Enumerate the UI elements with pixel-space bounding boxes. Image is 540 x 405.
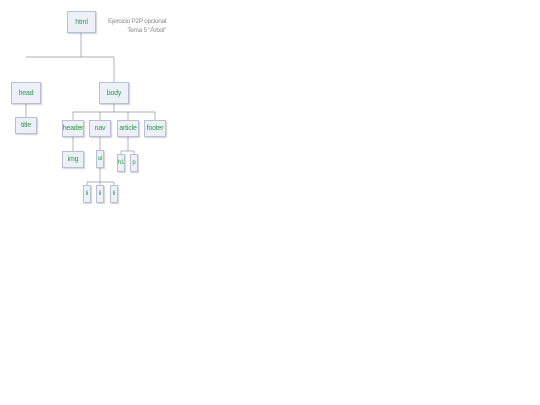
node-li-1: li: [83, 185, 91, 203]
node-p: p: [130, 154, 138, 172]
caption-line-2: Tema 5 "Árbol": [127, 27, 166, 34]
node-article: article: [117, 120, 139, 137]
diagram-caption: Ejercicio P2P opcional Tema 5 "Árbol": [106, 17, 166, 35]
caption-line-1: Ejercicio P2P opcional: [108, 18, 166, 25]
node-html: html: [67, 11, 96, 33]
node-h1: h1: [117, 154, 125, 172]
node-ul: ul: [96, 150, 104, 168]
node-head: head: [11, 82, 41, 104]
node-header: header: [62, 120, 84, 137]
node-li-2: li: [96, 185, 104, 203]
node-footer: footer: [144, 120, 166, 137]
node-title: title: [15, 117, 37, 134]
node-li-3: li: [110, 185, 118, 203]
node-body: body: [99, 82, 129, 104]
node-img: img: [62, 151, 84, 168]
node-nav: nav: [89, 120, 111, 137]
